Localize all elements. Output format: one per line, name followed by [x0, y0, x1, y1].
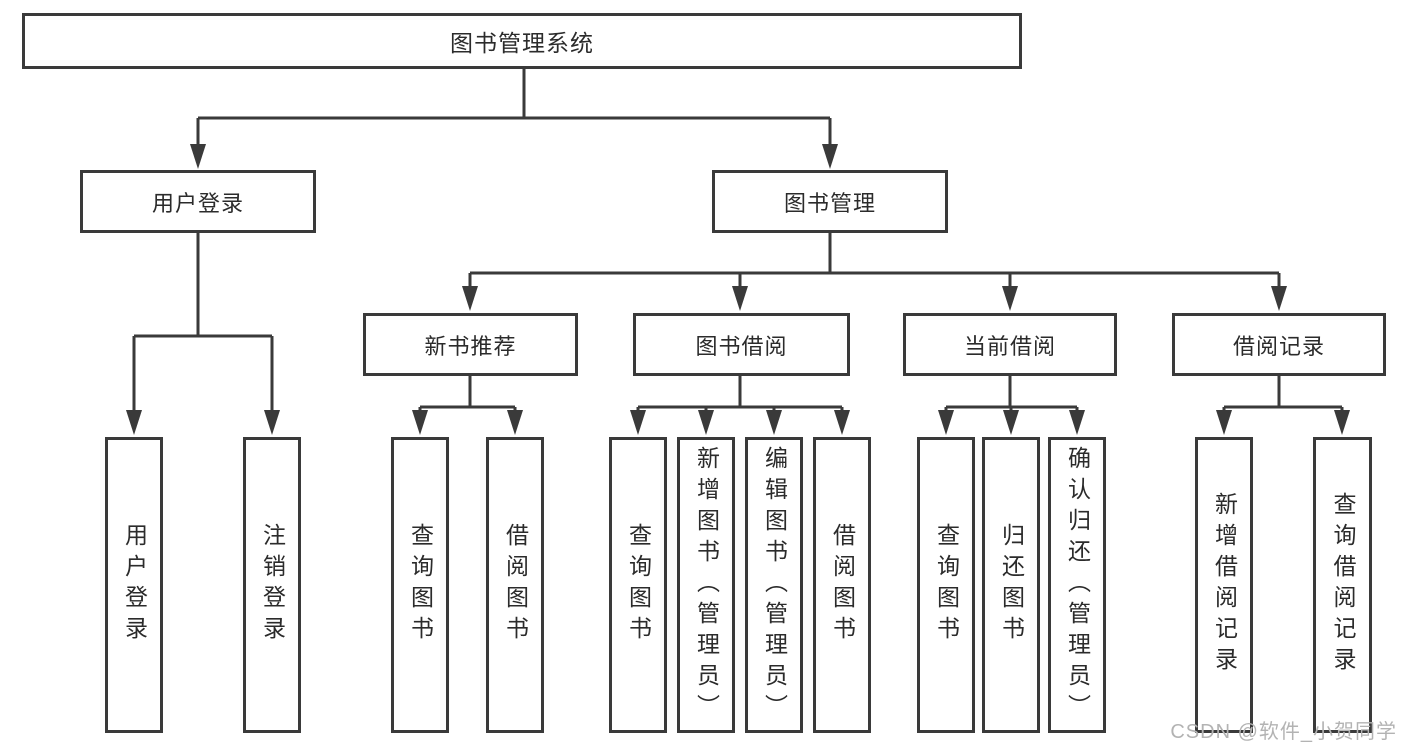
node-current-borrowing: 当前借阅: [903, 313, 1117, 376]
leaf-current-query-books: 查询图书: [917, 437, 975, 733]
leaf-recommend-borrow-books: 借阅图书: [486, 437, 544, 733]
leaf-current-confirm-return-admin: 确认归还（管理员）: [1048, 437, 1106, 733]
leaf-current-return-books: 归还图书: [982, 437, 1040, 733]
leaf-borrowing-borrow-books: 借阅图书: [813, 437, 871, 733]
node-library-system: 图书管理系统: [22, 13, 1022, 69]
leaf-borrowing-add-books-admin: 新增图书（管理员）: [677, 437, 735, 733]
leaf-borrowing-query-books: 查询图书: [609, 437, 667, 733]
leaf-borrowing-edit-books-admin: 编辑图书（管理员）: [745, 437, 803, 733]
node-borrow-records: 借阅记录: [1172, 313, 1386, 376]
leaf-logout: 注销登录: [243, 437, 301, 733]
node-user-login: 用户登录: [80, 170, 316, 233]
leaf-user-login: 用户登录: [105, 437, 163, 733]
csdn-watermark: CSDN @软件_小贺同学: [1170, 721, 1397, 743]
leaf-records-add-record: 新增借阅记录: [1195, 437, 1253, 733]
leaf-recommend-query-books: 查询图书: [391, 437, 449, 733]
leaf-records-query-record: 查询借阅记录: [1313, 437, 1372, 733]
node-book-management: 图书管理: [712, 170, 948, 233]
node-book-borrowing: 图书借阅: [633, 313, 850, 376]
node-new-book-recommend: 新书推荐: [363, 313, 578, 376]
